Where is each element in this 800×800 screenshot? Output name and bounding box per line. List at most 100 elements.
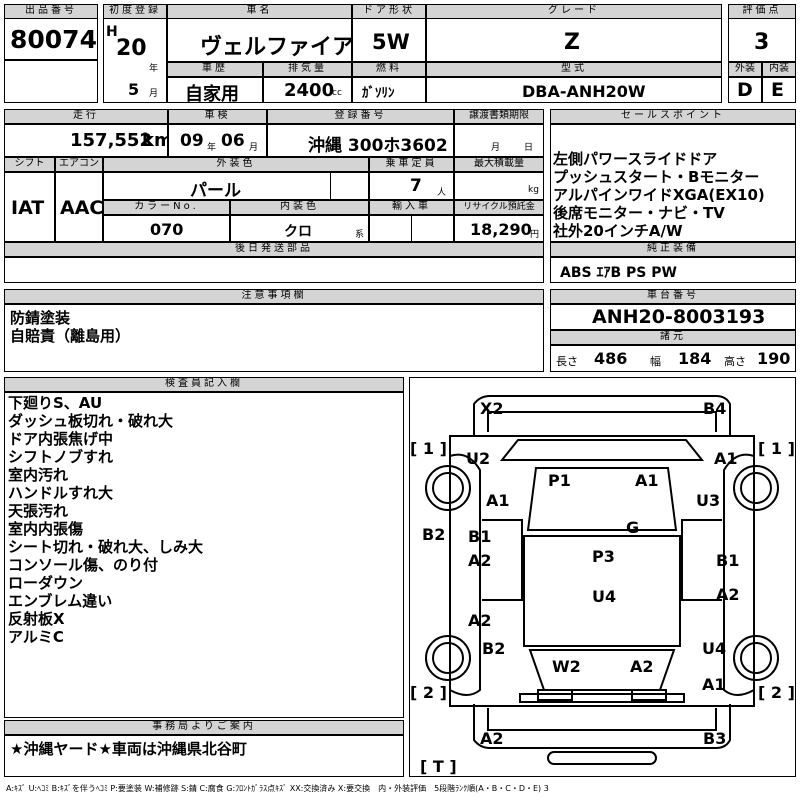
inspector-item: シート切れ・破れ大、しみ大 bbox=[8, 538, 204, 556]
color-divider bbox=[330, 172, 331, 200]
type-value: DBA-ANH20W bbox=[522, 82, 646, 101]
notes-label: 注意事項欄 bbox=[4, 289, 544, 304]
lot-number-label: 出品番号 bbox=[4, 4, 98, 19]
inspection-month-unit: 月 bbox=[249, 143, 259, 153]
length-value: 486 bbox=[594, 349, 628, 368]
chassis-value: ANH20-8003193 bbox=[592, 306, 766, 328]
plate-label: 登録番号 bbox=[267, 109, 454, 124]
color-no-value: 070 bbox=[150, 220, 184, 239]
notes-cell bbox=[4, 304, 544, 372]
era-letter: H bbox=[106, 24, 118, 40]
inspection-year: 09 bbox=[180, 131, 204, 151]
recycle-unit: 円 bbox=[530, 230, 540, 240]
interior-color-label: 内装色 bbox=[230, 200, 369, 215]
inspection-cell bbox=[168, 124, 267, 157]
capacity-value: 7 bbox=[410, 176, 422, 196]
specs-label: 諸元 bbox=[550, 330, 796, 345]
inspector-label: 検査員記入欄 bbox=[4, 377, 404, 392]
color-cell bbox=[103, 172, 369, 200]
later-parts-label: 後日発送部品 bbox=[4, 242, 544, 257]
equipment-label: 純正装備 bbox=[550, 242, 796, 257]
sales-cell bbox=[550, 124, 796, 242]
type-label: 型式 bbox=[426, 62, 722, 77]
interior-cell bbox=[762, 77, 796, 103]
ac-cell bbox=[55, 172, 103, 242]
later-parts-cell bbox=[4, 257, 544, 283]
recycle-label: リサイクル預託金 bbox=[454, 200, 544, 215]
sales-item: 社外20インチA/W bbox=[553, 222, 683, 240]
inspection-month: 06 bbox=[221, 131, 245, 151]
fuel-value: ｶﾞｿﾘﾝ bbox=[362, 86, 395, 101]
interior-color-cell bbox=[230, 215, 369, 242]
displacement-unit: cc bbox=[332, 88, 342, 98]
fuel-cell bbox=[352, 77, 426, 103]
ac-value: AAC bbox=[60, 197, 104, 219]
transfer-label: 譲渡書類期限 bbox=[454, 109, 544, 124]
shift-label: シフト bbox=[4, 157, 55, 172]
sales-list: 左側パワースライドドア プッシュスタート・Bモニター アルパインワイドXGA(E… bbox=[553, 150, 797, 240]
transfer-cell bbox=[454, 124, 544, 157]
fuel-label: 燃料 bbox=[352, 62, 426, 77]
displacement-cell bbox=[263, 77, 352, 103]
width-label: 幅 bbox=[650, 355, 661, 368]
inspector-item: 室内汚れ bbox=[8, 466, 69, 484]
inspector-item: 室内内張傷 bbox=[8, 520, 84, 538]
model-label: 車名 bbox=[167, 4, 352, 19]
capacity-cell bbox=[369, 172, 454, 200]
interior-value: E bbox=[771, 79, 784, 101]
mileage-label: 走行 bbox=[4, 109, 168, 124]
interior-label: 内装 bbox=[762, 62, 796, 77]
import-label: 輸入車 bbox=[369, 200, 454, 215]
office-cell bbox=[4, 735, 404, 777]
interior-color-value: クロ bbox=[284, 224, 312, 240]
mileage-cell bbox=[4, 124, 168, 157]
inspector-item: ハンドルすれ大 bbox=[8, 484, 114, 502]
first-reg-label: 初度登録 bbox=[103, 4, 167, 19]
chassis-label: 車台番号 bbox=[550, 289, 796, 304]
recycle-cell bbox=[454, 215, 544, 242]
mileage-value: 157,552 bbox=[70, 130, 152, 151]
displacement-value: 2400 bbox=[284, 80, 335, 101]
shift-value: IAT bbox=[11, 197, 45, 219]
grade-value: Z bbox=[564, 30, 580, 55]
equipment-cell bbox=[550, 257, 796, 283]
inspector-item: ドア内張焦げ中 bbox=[8, 430, 114, 448]
inspector-item: ダッシュ板切れ・破れ大 bbox=[8, 412, 174, 430]
color-no-label: カラーNo. bbox=[103, 200, 230, 215]
sales-item: アルパインワイドXGA(EX10) bbox=[553, 186, 765, 204]
exterior-label: 外装 bbox=[728, 62, 762, 77]
specs-cell bbox=[550, 345, 796, 372]
inspector-item: エンブレム違い bbox=[8, 592, 113, 610]
interior-color-unit: 系 bbox=[355, 230, 365, 240]
width-value: 184 bbox=[678, 349, 712, 368]
length-label: 長さ bbox=[556, 355, 578, 368]
mileage-unit: km bbox=[142, 130, 173, 151]
history-label: 車歴 bbox=[167, 62, 263, 77]
height-label: 高さ bbox=[724, 355, 746, 368]
transfer-month-unit: 月 bbox=[491, 143, 501, 153]
legend-text: A:ｷｽﾞ U:ﾍｺﾐ B:ｷｽﾞを伴うﾍｺﾐ P:要塗装 W:補修跡 S:錆 … bbox=[6, 784, 549, 793]
first-reg-year-unit: 年 bbox=[149, 64, 159, 74]
plate-cell bbox=[267, 124, 454, 157]
score-value: 3 bbox=[754, 30, 770, 55]
office-text: ★沖縄ヤード★車両は沖縄県北谷町 bbox=[10, 740, 247, 758]
height-value: 190 bbox=[757, 349, 791, 368]
max-load-label: 最大積載量 bbox=[454, 157, 544, 172]
first-reg-month: 5 bbox=[128, 80, 140, 99]
ac-label: エアコン bbox=[55, 157, 103, 172]
inspector-item: アルミC bbox=[8, 628, 64, 646]
color-label: 外装色 bbox=[103, 157, 369, 172]
transfer-day-unit: 日 bbox=[524, 143, 534, 153]
inspector-cell bbox=[4, 392, 404, 718]
inspector-item: コンソール傷、のり付 bbox=[8, 556, 159, 574]
import-divider bbox=[411, 215, 412, 242]
max-load-cell bbox=[454, 172, 544, 200]
color-value: パール bbox=[190, 181, 241, 201]
exterior-cell bbox=[728, 77, 762, 103]
score-label: 評価点 bbox=[728, 4, 796, 19]
notes-list: 防錆塗装 自賠責（離島用） bbox=[10, 309, 130, 345]
max-load-unit: kg bbox=[528, 185, 539, 195]
shift-cell bbox=[4, 172, 55, 242]
capacity-unit: 人 bbox=[437, 188, 447, 198]
plate-value: 沖縄 300ホ3602 bbox=[308, 136, 448, 156]
